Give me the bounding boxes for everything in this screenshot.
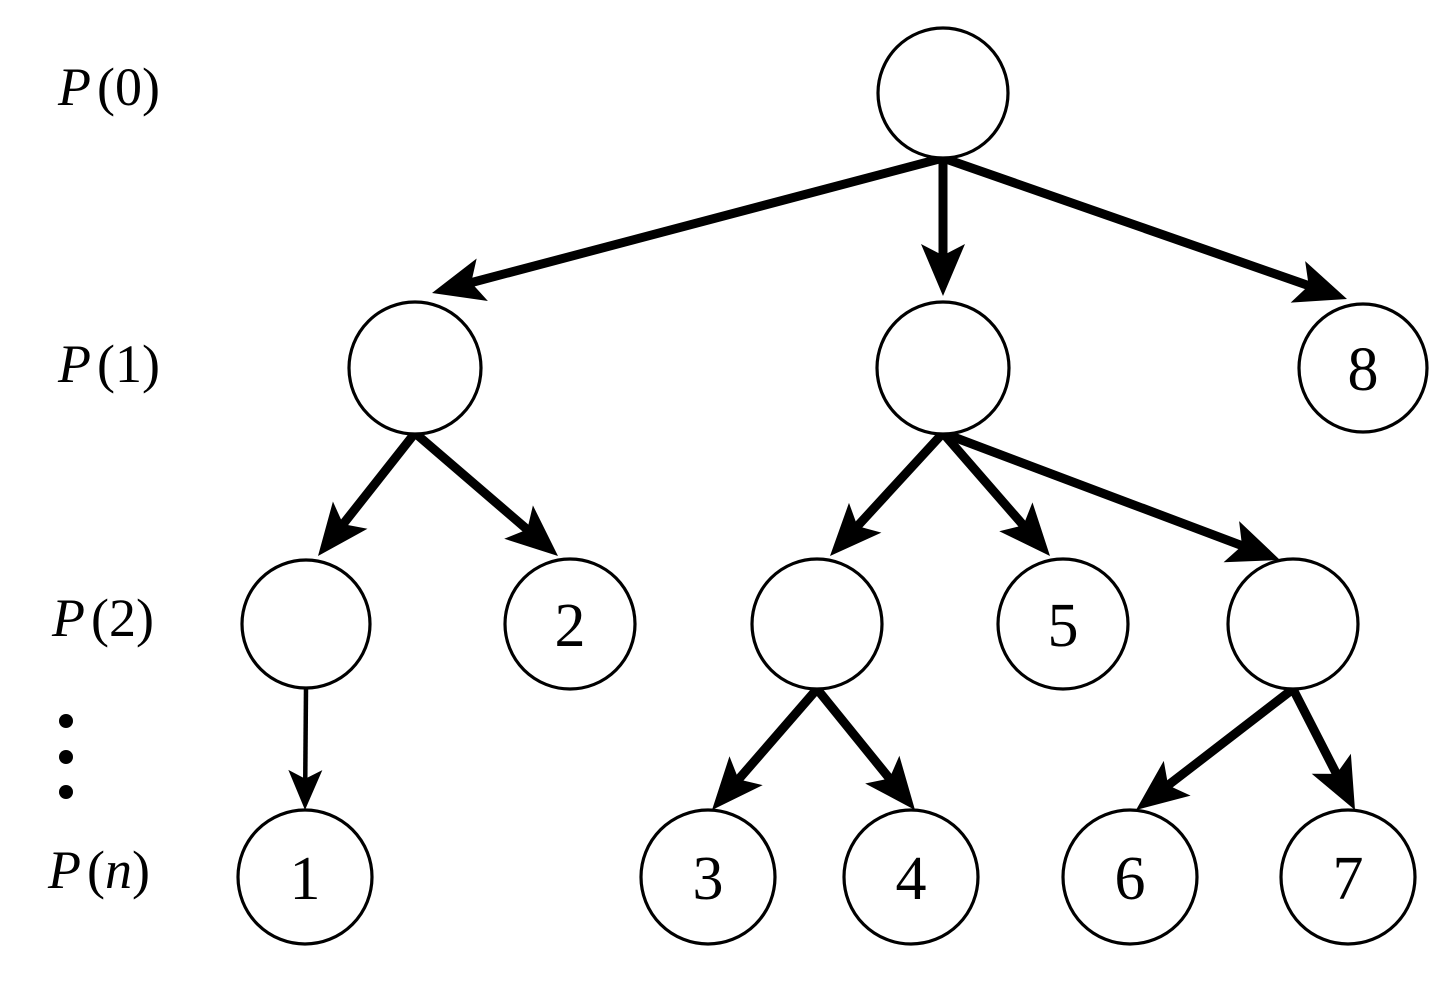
tree-node-8[interactable]: 8: [1297, 302, 1429, 434]
node-circle: [639, 808, 777, 946]
tree-edge: [1288, 686, 1355, 810]
node-circle: [236, 808, 374, 946]
edge-arrowhead-icon: [504, 505, 558, 556]
node-label: 8: [1348, 336, 1379, 404]
level-labels-layer: P(0) P(1) P(2) P(n): [47, 57, 160, 900]
node-label: 1: [290, 845, 321, 913]
tree-node-2[interactable]: 2: [503, 557, 637, 691]
ellipsis-dot-3: [59, 785, 73, 799]
tree-node-3[interactable]: 3: [639, 808, 777, 946]
edge-arrowhead-icon: [1136, 760, 1191, 810]
edges-layer: [288, 153, 1355, 810]
node-label: 5: [1048, 592, 1079, 660]
tree-node-4[interactable]: 4: [842, 808, 980, 946]
node-circle: [1226, 557, 1360, 691]
tree-node-1[interactable]: 1: [236, 808, 374, 946]
tree-node-empty[interactable]: [876, 26, 1010, 160]
node-circle: [503, 557, 637, 691]
node-circle: [996, 557, 1130, 691]
edge-arrowhead-icon: [288, 769, 323, 810]
vertical-ellipsis-layer: [59, 714, 73, 799]
tree-edge: [941, 153, 1347, 303]
tree-edge: [941, 428, 1280, 563]
tree-edge: [813, 686, 915, 810]
tree-edge: [288, 687, 323, 810]
edge-line: [1288, 686, 1344, 782]
edge-line: [335, 430, 419, 533]
edge-line: [941, 428, 1250, 553]
node-label: 4: [896, 845, 927, 913]
level-label-p2: P(2): [51, 588, 154, 648]
tree-node-empty[interactable]: [750, 557, 884, 691]
node-circle: [842, 808, 980, 946]
level-label-pn: P(n): [47, 840, 150, 900]
tree-node-empty[interactable]: [1226, 557, 1360, 691]
tree-edge: [412, 429, 558, 556]
tree-edge: [939, 430, 1050, 556]
tree-edge: [830, 429, 947, 556]
node-circle: [1297, 302, 1429, 434]
node-circle: [347, 300, 483, 436]
tree-edge: [712, 686, 821, 810]
tree-node-6[interactable]: 6: [1061, 808, 1199, 946]
edge-line: [730, 686, 821, 788]
ellipsis-dot-1: [59, 714, 73, 728]
edge-line: [412, 429, 536, 538]
edge-arrowhead-icon: [999, 502, 1050, 556]
edge-line: [302, 687, 309, 785]
node-label: 2: [555, 592, 586, 660]
edge-arrowhead-icon: [712, 756, 763, 810]
edge-line: [849, 429, 947, 535]
edge-arrowhead-icon: [921, 244, 965, 296]
nodes-layer: 8 2 5 1 3 4 6 7: [236, 26, 1429, 946]
level-label-p1: P(1): [57, 334, 160, 394]
edge-arrowhead-icon: [865, 755, 915, 810]
edge-arrowhead-icon: [1311, 753, 1355, 810]
edge-arrowhead-icon: [1223, 521, 1280, 563]
edge-line: [941, 153, 1317, 293]
edge-arrowhead-icon: [432, 258, 488, 301]
node-label: 7: [1333, 845, 1364, 913]
node-circle: [1279, 808, 1417, 946]
edge-line: [939, 430, 1032, 534]
tree-node-empty[interactable]: [347, 300, 483, 436]
edge-line: [463, 153, 945, 289]
node-circle: [876, 26, 1010, 160]
node-circle: [875, 300, 1011, 436]
tree-node-7[interactable]: 7: [1279, 808, 1417, 946]
level-label-p0: P(0): [57, 57, 160, 117]
tree-edge: [432, 153, 945, 301]
edge-line: [1160, 685, 1296, 793]
node-circle: [750, 557, 884, 691]
edge-line: [813, 686, 898, 787]
node-label: 6: [1115, 845, 1146, 913]
tree-node-5[interactable]: 5: [996, 557, 1130, 691]
node-circle: [240, 558, 372, 690]
tree-edge: [921, 158, 965, 296]
node-circle: [1061, 808, 1199, 946]
tree-edge: [318, 430, 419, 556]
edge-arrowhead-icon: [1290, 261, 1347, 303]
tree-node-empty[interactable]: [240, 558, 372, 690]
edge-arrowhead-icon: [318, 501, 368, 556]
tree-node-empty[interactable]: [875, 300, 1011, 436]
node-label: 3: [693, 845, 724, 913]
edge-arrowhead-icon: [830, 502, 882, 556]
ellipsis-dot-2: [59, 750, 73, 764]
tree-edge: [1136, 685, 1296, 810]
